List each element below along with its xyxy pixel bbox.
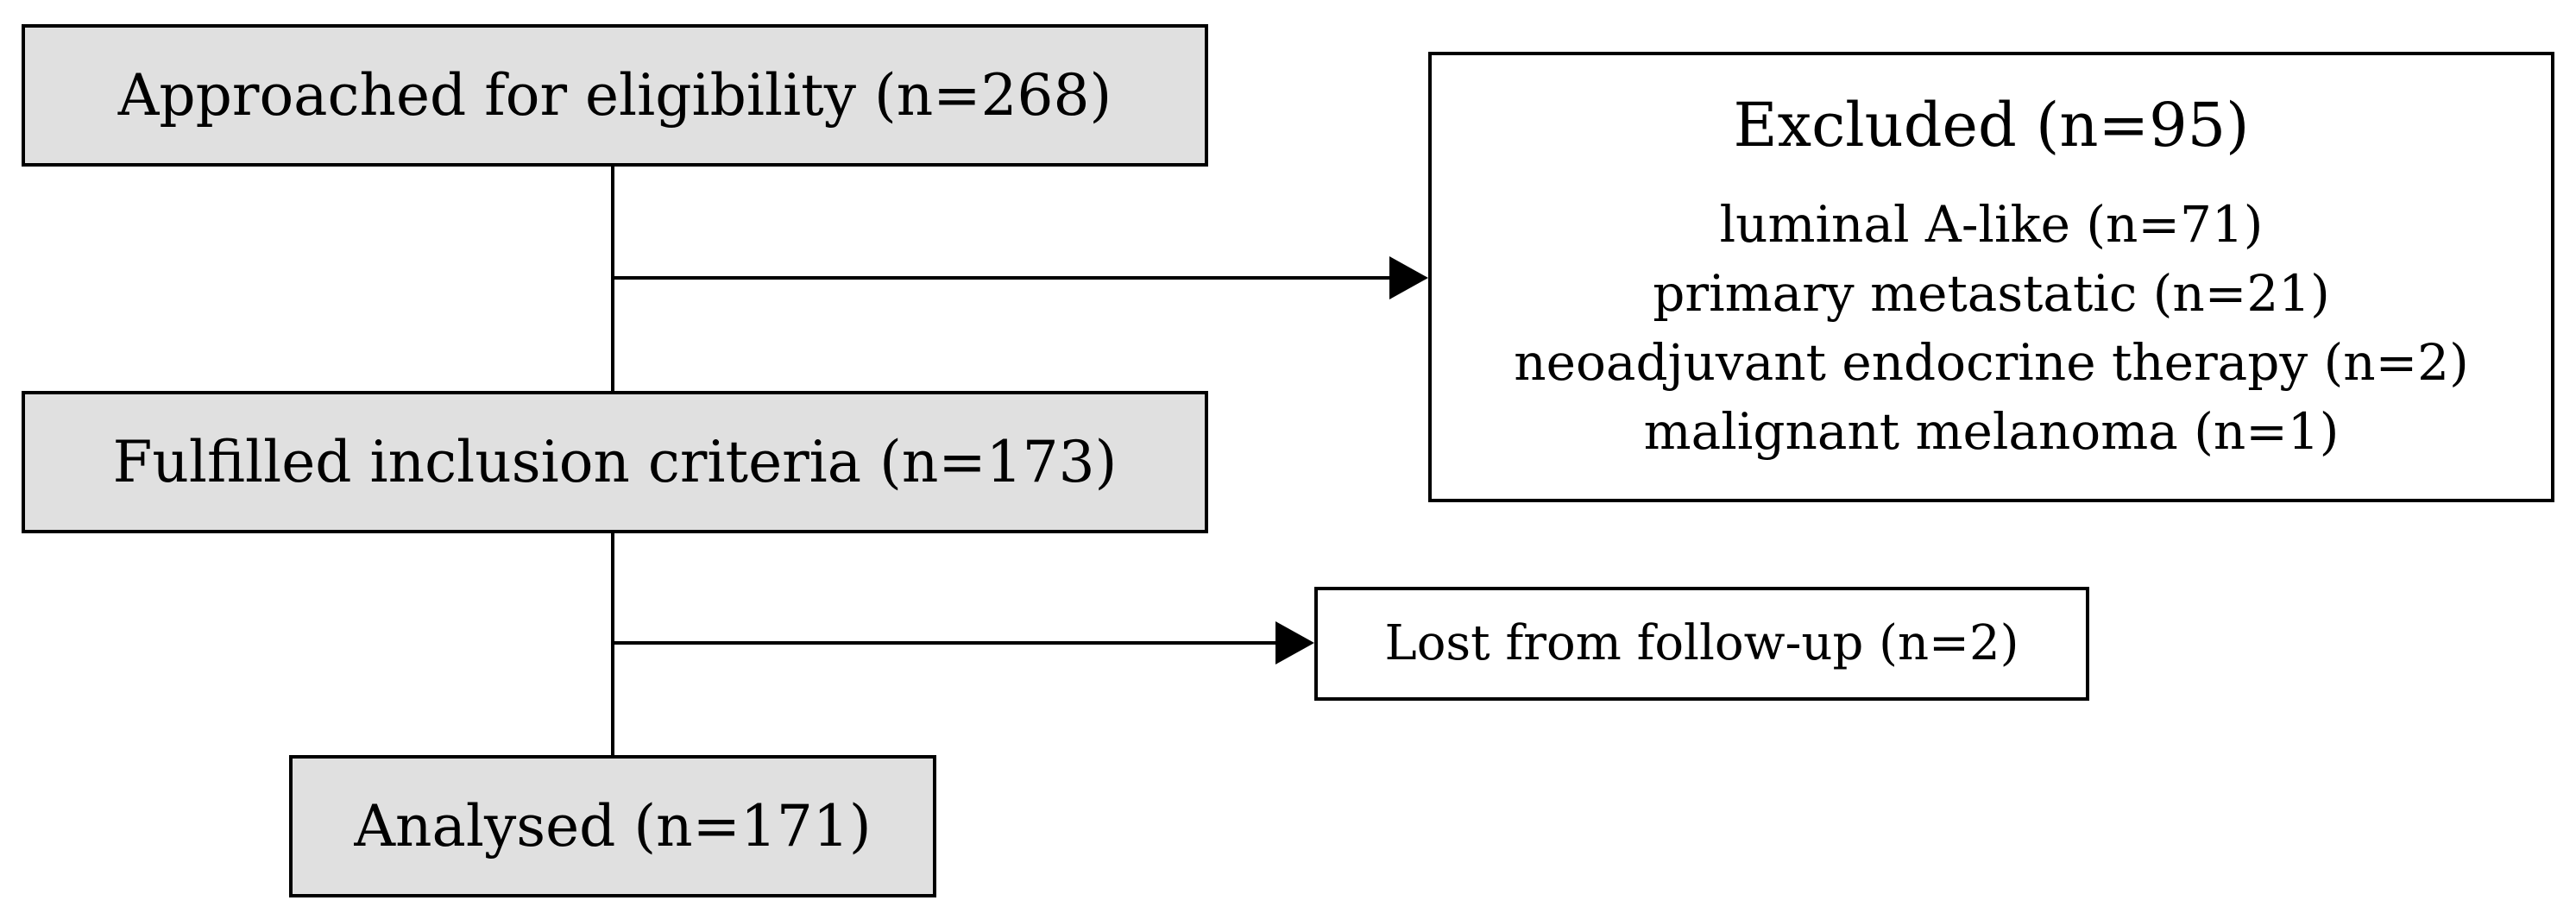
excluded-item-endocrine: neoadjuvant endocrine therapy (n=2) <box>1514 333 2469 392</box>
approached-label: Approached for eligibility (n=268) <box>117 61 1112 129</box>
fulfilled-box: Fulfilled inclusion criteria (n=173) <box>22 391 1208 533</box>
lost-box: Lost from follow-up (n=2) <box>1314 587 2089 701</box>
analysed-label: Analysed (n=171) <box>354 792 872 859</box>
analysed-box: Analysed (n=171) <box>289 755 936 897</box>
excluded-box: Excluded (n=95) luminal A-like (n=71) pr… <box>1428 52 2554 502</box>
lost-label: Lost from follow-up (n=2) <box>1384 615 2019 671</box>
approached-box: Approached for eligibility (n=268) <box>22 24 1208 167</box>
excluded-item-metastatic: primary metastatic (n=21) <box>1653 264 2330 323</box>
fulfilled-label: Fulfilled inclusion criteria (n=173) <box>112 428 1118 495</box>
arrowhead-excluded <box>1389 256 1428 299</box>
excluded-item-luminal: luminal A-like (n=71) <box>1719 195 2264 254</box>
excluded-item-melanoma: malignant melanoma (n=1) <box>1643 402 2340 461</box>
arrowhead-lost <box>1275 621 1314 664</box>
excluded-title: Excluded (n=95) <box>1733 90 2250 161</box>
